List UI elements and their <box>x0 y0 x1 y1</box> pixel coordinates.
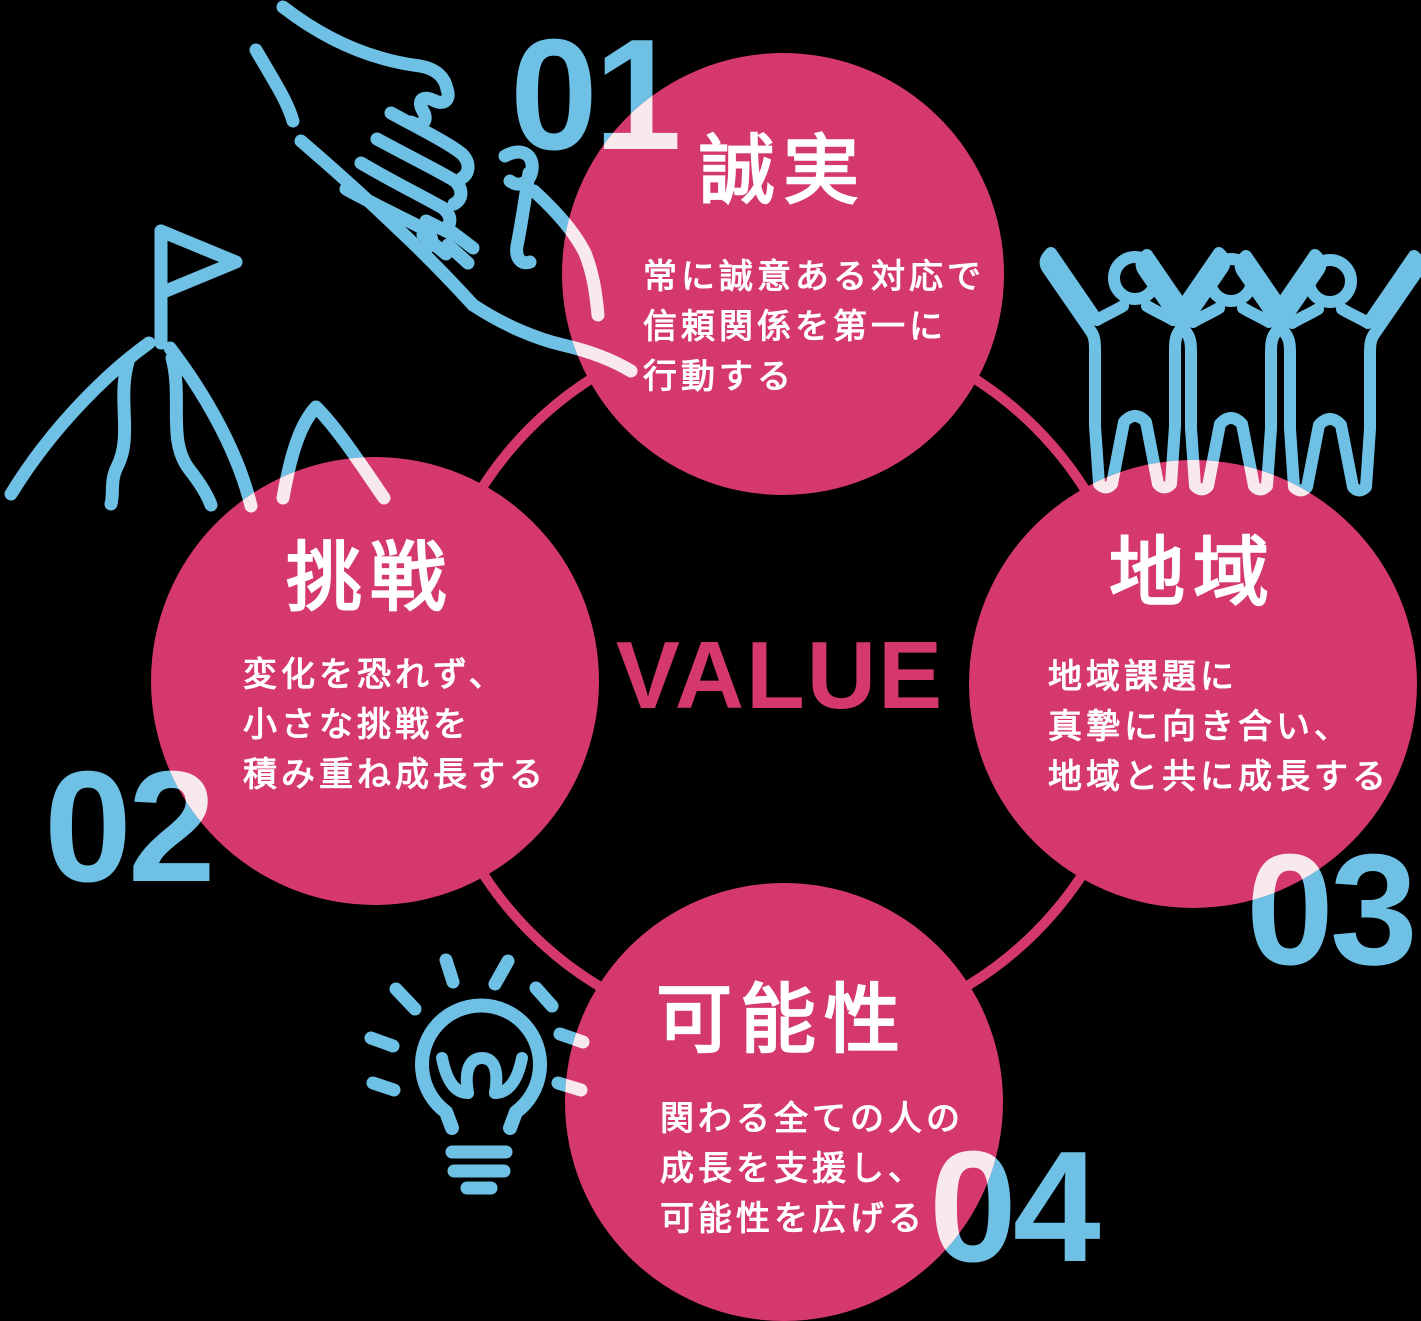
value-circle-04 <box>565 883 1003 1321</box>
circle-body-line: 真摯に向き合い、 <box>1048 708 1352 746</box>
circle-title: 誠実 <box>699 129 867 214</box>
circle-body-line: 行動する <box>643 358 795 396</box>
circle-body-line: 信頼関係を第一に <box>643 308 947 346</box>
circle-body-line: 変化を恐れず、 <box>243 655 507 694</box>
center-value-label: VALUE <box>616 622 944 729</box>
circle-title: 地域 <box>1109 531 1277 616</box>
circle-body-line: 成長を支援し、 <box>660 1150 926 1188</box>
value-circle-02 <box>151 457 599 905</box>
circle-body-line: 地域課題に <box>1048 657 1238 696</box>
circle-body-line: 関わる全ての人の <box>660 1099 964 1138</box>
circle-body-line: 常に誠意ある対応で <box>643 258 985 296</box>
circle-body-line: 可能性を広げる <box>660 1200 926 1238</box>
circle-body-line: 小さな挑戦を <box>243 706 471 744</box>
circle-body-line: 積み重ね成長する <box>243 756 547 794</box>
circle-title: 挑戦 <box>286 536 454 621</box>
value-circle-03 <box>969 460 1417 908</box>
circle-title: 可能性 <box>656 978 908 1063</box>
circle-body-line: 地域と共に成長する <box>1048 758 1390 796</box>
